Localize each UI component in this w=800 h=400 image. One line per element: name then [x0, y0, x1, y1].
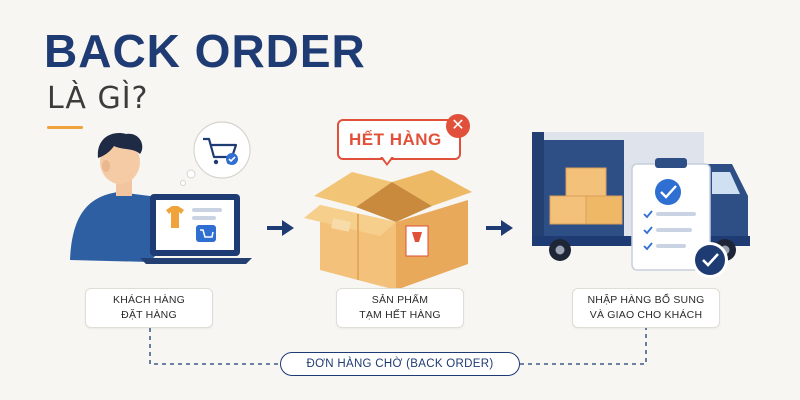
- empty-box-icon: [304, 170, 472, 290]
- step-1-text: KHÁCH HÀNG ĐẶT HÀNG: [112, 293, 185, 321]
- back-order-pill: ĐƠN HÀNG CHỜ (BACK ORDER): [280, 352, 520, 376]
- dashed-connector-left: [149, 328, 280, 365]
- back-order-pill-label: ĐƠN HÀNG CHỜ (BACK ORDER): [306, 358, 494, 370]
- close-icon: ✕: [446, 114, 470, 138]
- out-of-stock-badge: HẾT HÀNG: [337, 119, 461, 160]
- step-3-text: NHẬP HÀNG BỔ SUNG VÀ GIAO CHO KHÁCH: [587, 293, 705, 321]
- title-underline: [47, 126, 83, 129]
- delivery-truck-icon: [532, 132, 750, 278]
- arrow-right-icon: [486, 220, 513, 236]
- page-title: BACK ORDER: [44, 25, 366, 77]
- step-label-restock-delivery: NHẬP HÀNG BỔ SUNG VÀ GIAO CHO KHÁCH: [572, 288, 720, 328]
- page-subtitle: LÀ GÌ?: [47, 81, 149, 116]
- customer-laptop-icon: [70, 121, 252, 264]
- arrow-right-icon: [267, 220, 294, 236]
- dashed-connector-right: [520, 328, 647, 365]
- out-of-stock-label: HẾT HÀNG: [349, 129, 442, 149]
- step-2-text: SẢN PHẨM TẠM HẾT HÀNG: [359, 293, 441, 321]
- step-label-order: KHÁCH HÀNG ĐẶT HÀNG: [85, 288, 213, 328]
- badge-pointer-inner: [382, 156, 392, 163]
- step-label-out-of-stock: SẢN PHẨM TẠM HẾT HÀNG: [336, 288, 464, 328]
